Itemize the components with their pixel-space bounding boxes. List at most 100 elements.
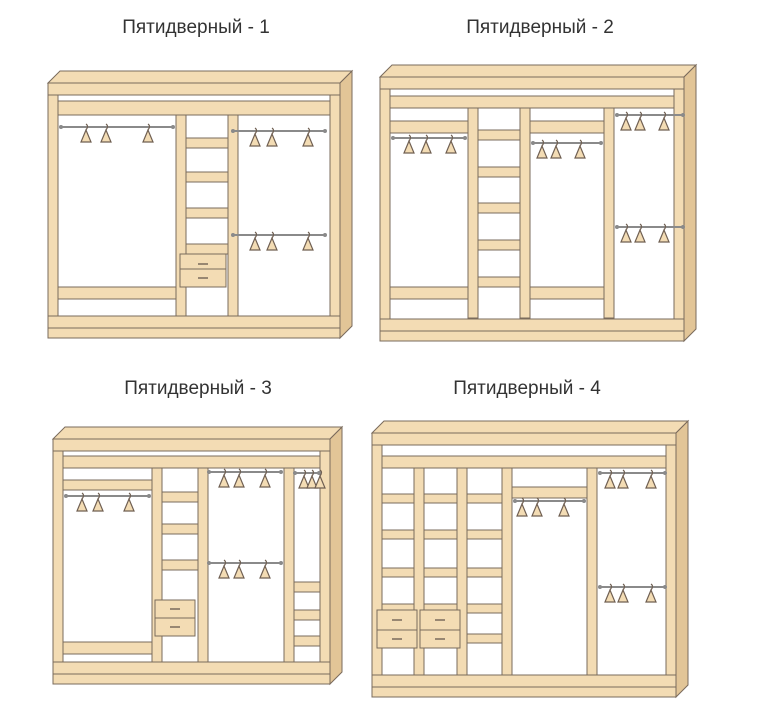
plinth bbox=[379, 330, 685, 342]
hanger-hook bbox=[303, 469, 307, 477]
right-wall bbox=[319, 438, 331, 685]
top-board bbox=[371, 432, 677, 446]
hanger-icon bbox=[536, 139, 548, 159]
shelf bbox=[381, 493, 415, 504]
hanger-hook bbox=[147, 123, 151, 131]
hanger-body bbox=[266, 132, 278, 147]
rod-bracket bbox=[615, 225, 619, 229]
hanger-body bbox=[617, 588, 629, 603]
hanger-hook bbox=[625, 111, 629, 119]
hanger-icon bbox=[123, 492, 135, 512]
hat-shelf bbox=[389, 95, 675, 109]
hanger-body bbox=[617, 474, 629, 489]
partition bbox=[586, 467, 598, 676]
hanger-hook bbox=[254, 231, 258, 239]
hanger-hook bbox=[271, 231, 275, 239]
shelf bbox=[477, 129, 521, 141]
hanger-hook bbox=[622, 469, 626, 477]
hanger-icon bbox=[233, 559, 245, 579]
rod-bracket bbox=[598, 585, 602, 589]
hanger-icon bbox=[76, 492, 88, 512]
hanger-body bbox=[249, 132, 261, 147]
rod-bracket bbox=[582, 499, 586, 503]
hat-shelf bbox=[57, 100, 331, 116]
hanger-body bbox=[302, 236, 314, 251]
hanger-body bbox=[92, 497, 104, 512]
hanger-hook bbox=[271, 127, 275, 135]
hanger-hook bbox=[622, 583, 626, 591]
hanger-hook bbox=[254, 127, 258, 135]
side-panel bbox=[329, 425, 343, 686]
hanger-icon bbox=[516, 497, 528, 517]
bottom-board bbox=[371, 674, 677, 688]
hanger-icon bbox=[620, 111, 632, 131]
hanger-icon bbox=[249, 231, 261, 251]
hanger-icon bbox=[558, 497, 570, 517]
hanger-icon bbox=[604, 583, 616, 603]
partition bbox=[227, 114, 239, 317]
hanger-icon bbox=[249, 127, 261, 147]
hanger-body bbox=[249, 236, 261, 251]
hanger-body bbox=[218, 564, 230, 579]
shelf bbox=[293, 635, 321, 647]
shelf bbox=[477, 202, 521, 214]
hanger-icon bbox=[645, 583, 657, 603]
hanger-hook bbox=[319, 469, 323, 477]
shelf bbox=[423, 567, 458, 578]
rod-bracket bbox=[663, 585, 667, 589]
hanger-icon bbox=[445, 134, 457, 154]
rod-bracket bbox=[207, 470, 211, 474]
rod-bracket bbox=[64, 494, 68, 498]
wardrobe-interior bbox=[379, 76, 685, 342]
hanger-hook bbox=[536, 497, 540, 505]
side-panel bbox=[675, 419, 689, 699]
hanger-body bbox=[558, 502, 570, 517]
hanger-hook bbox=[105, 123, 109, 131]
hanger-body bbox=[314, 474, 326, 489]
hanger-icon bbox=[550, 139, 562, 159]
hanger-body bbox=[302, 132, 314, 147]
hanger-body bbox=[604, 474, 616, 489]
hanger-body bbox=[420, 139, 432, 154]
hanger-body bbox=[531, 502, 543, 517]
shelf bbox=[423, 493, 458, 504]
rod-bracket bbox=[391, 136, 395, 140]
rod-bracket bbox=[171, 125, 175, 129]
rod-bracket bbox=[531, 141, 535, 145]
hanger-icon bbox=[266, 231, 278, 251]
right-wall bbox=[665, 432, 677, 698]
hanger-hook bbox=[223, 468, 227, 476]
rod-bracket bbox=[231, 233, 235, 237]
hanger-icon bbox=[80, 123, 92, 143]
hanger-body bbox=[620, 228, 632, 243]
hanger-body bbox=[306, 474, 318, 489]
hanger-icon bbox=[259, 468, 271, 488]
shelf bbox=[161, 523, 199, 535]
rod-bracket bbox=[598, 471, 602, 475]
hanger-icon bbox=[266, 127, 278, 147]
partition bbox=[501, 467, 513, 676]
rod-bracket bbox=[663, 471, 667, 475]
shelf bbox=[185, 171, 229, 183]
hanger-icon bbox=[142, 123, 154, 143]
rod-bracket bbox=[463, 136, 467, 140]
shelf bbox=[466, 567, 503, 578]
hanger-body bbox=[550, 144, 562, 159]
hanger-hook bbox=[609, 469, 613, 477]
hanger-body bbox=[80, 128, 92, 143]
hanger-hook bbox=[625, 223, 629, 231]
top-board bbox=[52, 438, 331, 452]
hanger-icon bbox=[233, 468, 245, 488]
shelf bbox=[466, 603, 503, 614]
rod-bracket bbox=[279, 561, 283, 565]
shelf bbox=[423, 529, 458, 540]
hanger-hook bbox=[238, 468, 242, 476]
hanger-body bbox=[445, 139, 457, 154]
top-panel bbox=[51, 426, 344, 440]
side-panel bbox=[339, 69, 353, 340]
shelf bbox=[185, 137, 229, 149]
hanger-icon bbox=[218, 559, 230, 579]
hanger-hook bbox=[97, 492, 101, 500]
hanger-body bbox=[658, 116, 670, 131]
